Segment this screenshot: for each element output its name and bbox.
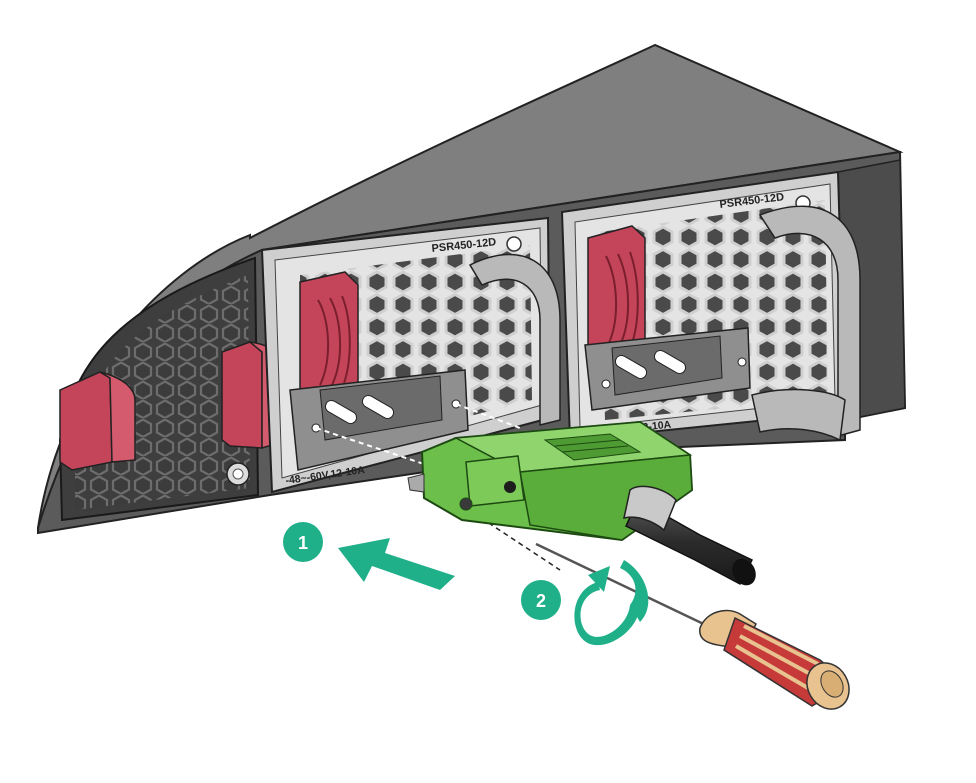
psu-left: PSR450-12D -48~-60V,12-10A	[260, 216, 561, 494]
psu-left-indicator	[506, 236, 522, 252]
step-2-number: 2	[536, 591, 546, 611]
dc-power-connector	[407, 420, 694, 542]
step-2: 2	[521, 560, 649, 646]
psu-right: PSR450-12D -48~-60V,12-10A	[560, 170, 861, 442]
psu-left-handle	[468, 253, 561, 426]
step-badge-icon	[521, 580, 561, 620]
fan-tray	[58, 256, 283, 522]
power-cable	[623, 485, 756, 586]
step-badge-icon	[283, 522, 323, 562]
connector-screw-hole	[504, 481, 516, 493]
fan-tray-handle-right	[221, 341, 263, 449]
step-1-number: 1	[298, 533, 308, 553]
push-arrow-icon	[338, 538, 455, 590]
step-1: 1	[283, 522, 455, 590]
fan-tray-handle-left	[59, 371, 113, 471]
screwdriver-icon	[534, 541, 850, 710]
psu-right-handle	[758, 205, 861, 437]
alignment-guides	[315, 403, 521, 467]
rotate-clockwise-icon	[574, 560, 649, 646]
